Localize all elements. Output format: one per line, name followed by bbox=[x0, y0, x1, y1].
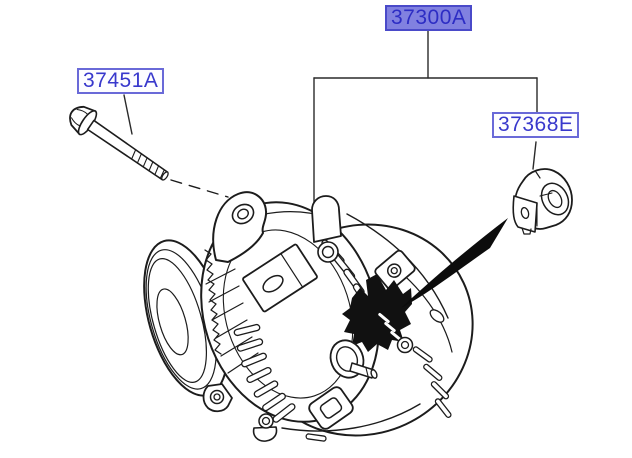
mounting-ear-bottom bbox=[202, 383, 278, 442]
mounting-ear-top bbox=[212, 191, 268, 263]
rear-lug bbox=[374, 249, 416, 291]
bracket-plate bbox=[242, 243, 318, 313]
leader-lines bbox=[123, 28, 538, 205]
pulley-grooves bbox=[204, 249, 222, 355]
terminal-cap-drawing[interactable] bbox=[512, 168, 574, 235]
rear-vent-slots bbox=[305, 346, 452, 442]
bolt-axis-dashed-line bbox=[170, 179, 229, 198]
alternator-drawing[interactable] bbox=[128, 179, 507, 458]
mounting-bolt-drawing[interactable] bbox=[64, 100, 229, 198]
bottom-lug bbox=[308, 386, 354, 430]
front-vent-slots bbox=[233, 323, 296, 423]
shaft bbox=[329, 339, 378, 379]
part-label-37368E[interactable]: 37368E bbox=[492, 112, 580, 139]
pointer-wedge bbox=[401, 218, 508, 308]
bolt-threads bbox=[131, 149, 165, 179]
mounting-lug-top bbox=[311, 195, 342, 263]
part-label-37451A[interactable]: 37451A bbox=[77, 68, 165, 95]
part-label-37300A[interactable]: 37300A bbox=[385, 5, 473, 32]
terminal-connector bbox=[342, 274, 414, 354]
